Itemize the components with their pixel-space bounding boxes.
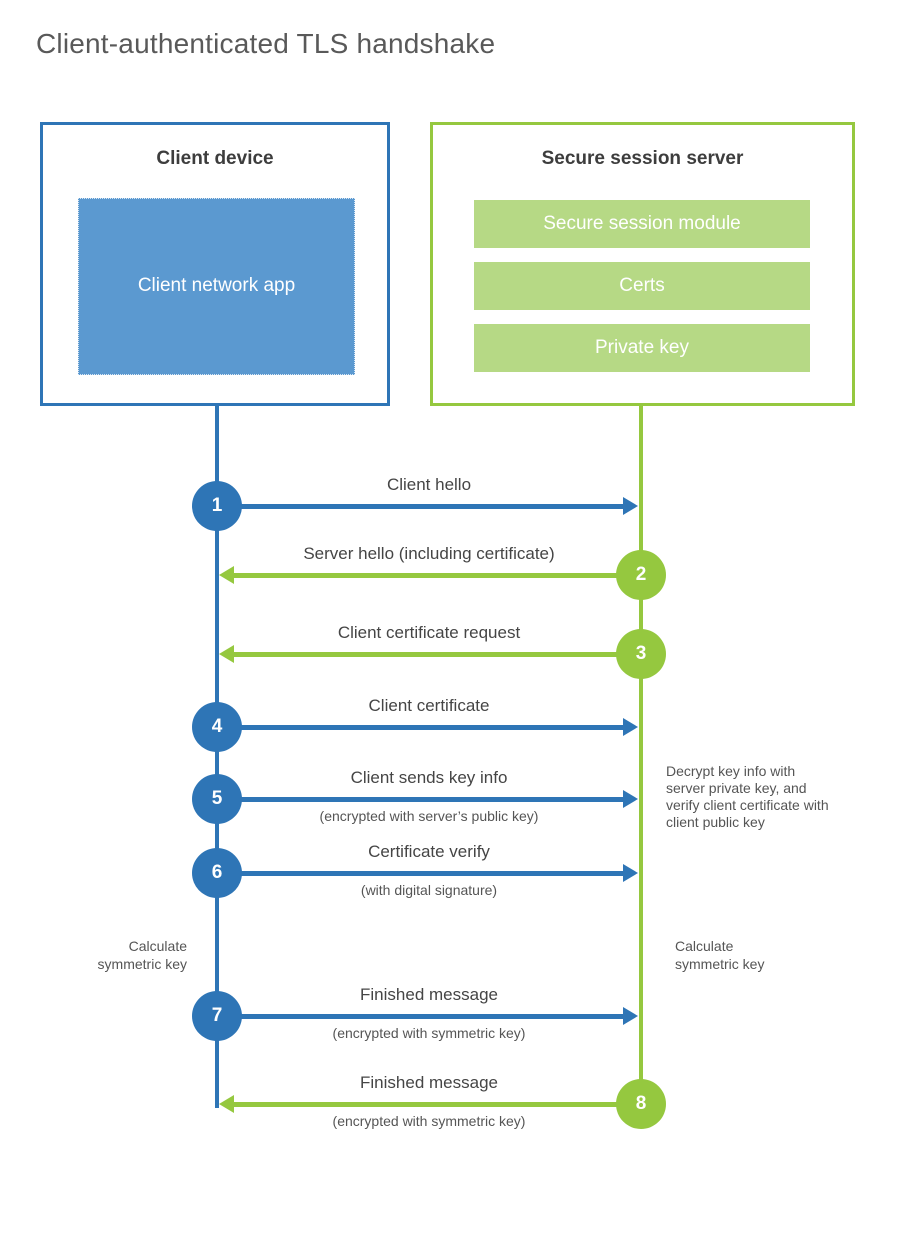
message-label: Client certificate request bbox=[337, 623, 521, 642]
arrow-shaft bbox=[218, 871, 623, 876]
arrow-head-right-icon bbox=[623, 497, 638, 515]
step-number-badge: 3 bbox=[616, 629, 666, 679]
note-calculate-symmetric-key-server: Calculate symmetric key bbox=[675, 938, 765, 972]
message-sublabel: (encrypted with server’s public key) bbox=[319, 808, 539, 824]
step-number-badge: 8 bbox=[616, 1079, 666, 1129]
message-label: Client sends key info bbox=[350, 768, 508, 787]
server-lifeline bbox=[639, 404, 643, 1108]
arrow-head-right-icon bbox=[623, 1007, 638, 1025]
step-number-badge: 4 bbox=[192, 702, 242, 752]
step-number-badge: 2 bbox=[616, 550, 666, 600]
server-module-private-key: Private key bbox=[474, 324, 810, 372]
client-network-app-box: Client network app bbox=[78, 198, 355, 375]
arrow-head-left-icon bbox=[219, 1095, 234, 1113]
client-network-app-label: Client network app bbox=[137, 275, 296, 297]
arrow-head-right-icon bbox=[623, 718, 638, 736]
arrow-shaft bbox=[234, 573, 641, 578]
step-number-badge: 5 bbox=[192, 774, 242, 824]
message-label: Finished message bbox=[360, 1073, 498, 1092]
arrow-shaft bbox=[234, 652, 641, 657]
note-calculate-symmetric-key-client: Calculate symmetric key bbox=[97, 938, 187, 972]
message-label: Client certificate bbox=[368, 696, 490, 715]
page-title: Client-authenticated TLS handshake bbox=[36, 28, 496, 59]
step-number-badge: 1 bbox=[192, 481, 242, 531]
step-number-badge: 6 bbox=[192, 848, 242, 898]
arrow-shaft bbox=[218, 1014, 623, 1019]
message-label: Server hello (including certificate) bbox=[303, 544, 555, 563]
arrow-shaft bbox=[218, 725, 623, 730]
message-sublabel: (encrypted with symmetric key) bbox=[332, 1113, 526, 1129]
arrow-shaft bbox=[218, 504, 623, 509]
client-device-title: Client device bbox=[156, 148, 274, 169]
arrow-shaft bbox=[234, 1102, 641, 1107]
secure-session-server-title: Secure session server bbox=[541, 148, 744, 169]
arrow-head-left-icon bbox=[219, 645, 234, 663]
message-label: Certificate verify bbox=[368, 842, 490, 861]
arrow-shaft bbox=[218, 797, 623, 802]
message-sublabel: (encrypted with symmetric key) bbox=[332, 1025, 526, 1041]
arrow-head-right-icon bbox=[623, 864, 638, 882]
arrow-head-left-icon bbox=[219, 566, 234, 584]
message-label: Client hello bbox=[386, 475, 472, 494]
message-label: Finished message bbox=[360, 985, 498, 1004]
message-sublabel: (with digital signature) bbox=[360, 882, 498, 898]
note-decrypt-key-info: Decrypt key info with server private key… bbox=[666, 763, 829, 830]
arrow-head-right-icon bbox=[623, 790, 638, 808]
step-number-badge: 7 bbox=[192, 991, 242, 1041]
client-device-box: Client device Client network app bbox=[40, 122, 390, 406]
server-module-certs: Certs bbox=[474, 262, 810, 310]
secure-session-server-box: Secure session server Secure session mod… bbox=[430, 122, 855, 406]
client-lifeline bbox=[215, 404, 219, 1108]
server-module-secure-session: Secure session module bbox=[474, 200, 810, 248]
